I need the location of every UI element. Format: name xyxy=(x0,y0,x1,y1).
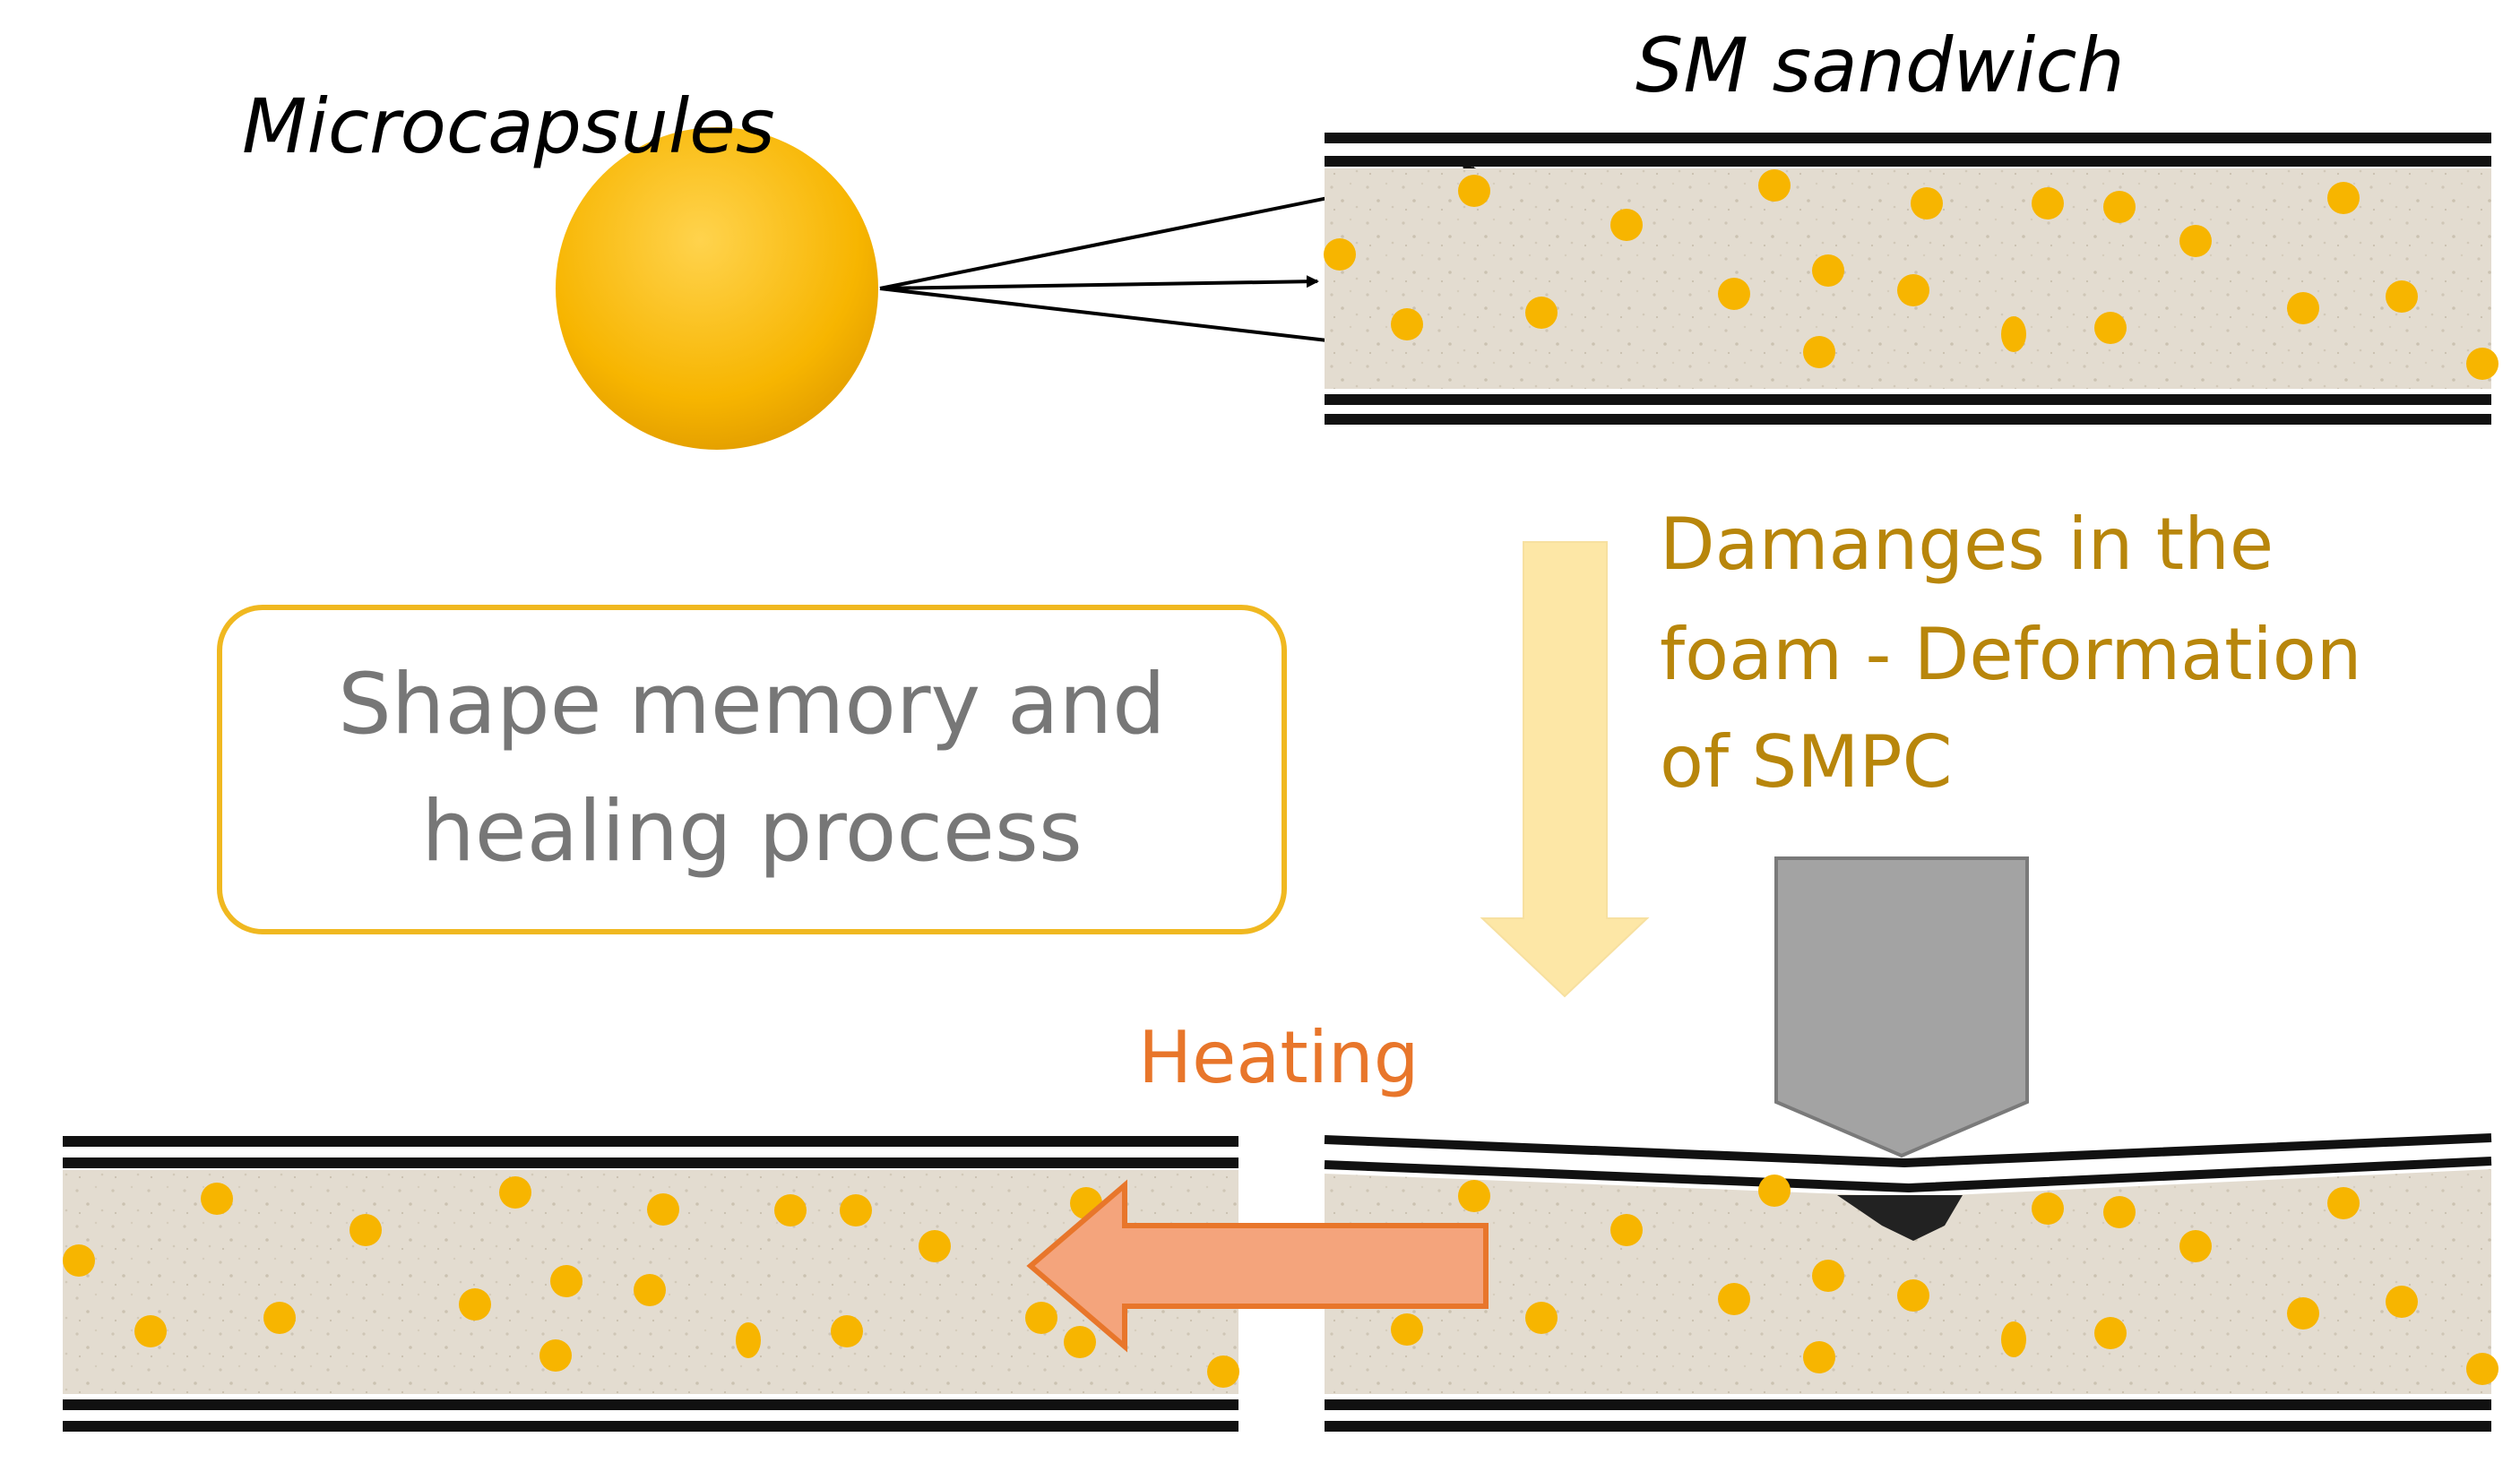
capsule-dot xyxy=(1803,1341,1835,1373)
indenter-icon xyxy=(1774,856,2029,1158)
damaged-top-skin-inner xyxy=(1324,1157,2492,1193)
damaged-bottom-skin-inner xyxy=(1325,1399,2491,1410)
capsule-dot xyxy=(2001,1321,2026,1357)
capsule-dot xyxy=(2386,280,2418,313)
capsule-dot xyxy=(2094,1317,2127,1349)
embedded-capsules xyxy=(63,1176,1239,1388)
healed-bottom-skin-outer xyxy=(63,1421,1238,1432)
microcapsules-label: Microcapsules xyxy=(242,82,775,170)
capsule-dot xyxy=(1758,169,1791,202)
capsule-dot xyxy=(1525,1302,1558,1334)
capsule-dot xyxy=(1610,1214,1643,1246)
capsule-dot xyxy=(2103,191,2136,223)
capsule-dot xyxy=(647,1193,679,1226)
sandwich-top-skin-outer xyxy=(1325,133,2491,143)
capsule-dot xyxy=(1897,274,1929,306)
process-line-1: Shape memory and xyxy=(338,656,1166,753)
capsule-dot xyxy=(2327,182,2360,214)
damaged-top-skin-outer xyxy=(1324,1133,2492,1168)
capsule-dot xyxy=(2032,187,2064,219)
capsule-dot xyxy=(134,1315,167,1347)
capsule-dot xyxy=(459,1288,491,1321)
healed-top-skin-outer xyxy=(63,1136,1238,1147)
capsule-dot xyxy=(634,1274,666,1306)
capsule-dot xyxy=(2179,225,2212,257)
capsule-dot xyxy=(840,1194,872,1226)
sandwich-bottom-skin-inner xyxy=(1325,394,2491,405)
damage-text-line-2: foam - Deformation xyxy=(1660,613,2361,696)
capsule-dot xyxy=(1458,175,1490,207)
sandwich-top-skin-inner xyxy=(1325,156,2491,167)
capsule-arrow-2 xyxy=(879,275,1319,290)
capsule-dot xyxy=(1803,336,1835,368)
capsule-dot xyxy=(2001,316,2026,352)
capsule-dot xyxy=(1324,238,1356,271)
capsule-dot xyxy=(2094,312,2127,344)
process-box-border xyxy=(217,605,1287,934)
microcapsule-sphere-icon xyxy=(556,127,878,450)
capsule-dot xyxy=(350,1214,382,1246)
capsule-dot xyxy=(1207,1355,1239,1388)
healed-bottom-skin-inner xyxy=(63,1399,1238,1410)
capsule-dot xyxy=(1812,1260,1844,1292)
capsule-arrow-3 xyxy=(879,287,1391,353)
capsule-dot xyxy=(1064,1326,1096,1358)
healed-top-skin-inner xyxy=(63,1157,1238,1168)
capsule-dot xyxy=(1758,1175,1791,1207)
capsule-dot xyxy=(2032,1192,2064,1225)
capsule-dot xyxy=(2466,348,2498,380)
capsule-dot xyxy=(1812,254,1844,287)
capsule-dot xyxy=(919,1230,951,1262)
capsule-dot xyxy=(1718,278,1750,310)
capsule-dot xyxy=(1897,1279,1929,1312)
sm-sandwich-label: SM sandwich xyxy=(1635,22,2125,109)
sm-sandwich-damaged xyxy=(1324,856,2498,1432)
capsule-dot xyxy=(774,1194,807,1226)
capsule-dot xyxy=(2327,1187,2360,1219)
capsule-dot xyxy=(201,1183,233,1215)
capsule-dot xyxy=(63,1244,95,1277)
damage-text: Damanges in the foam - Deformation of SM… xyxy=(1660,503,2361,804)
capsule-dot xyxy=(1525,297,1558,329)
damaged-bottom-skin-outer xyxy=(1325,1421,2491,1432)
process-box: Shape memory and healing process xyxy=(217,605,1287,934)
capsule-dot xyxy=(1458,1180,1490,1212)
capsule-dot xyxy=(1911,187,1943,219)
capsule-dot xyxy=(1025,1302,1057,1334)
damage-text-line-3: of SMPC xyxy=(1660,720,1952,804)
sandwich-bottom-skin-outer xyxy=(1325,414,2491,425)
capsule-dot xyxy=(2287,1297,2319,1330)
capsule-dot xyxy=(2103,1196,2136,1228)
capsule-dot xyxy=(263,1302,296,1334)
embedded-capsules xyxy=(1324,169,2498,380)
capsule-dot xyxy=(539,1339,572,1372)
heating-left-arrow-icon xyxy=(1026,1179,1489,1353)
microcapsule-group: Microcapsules xyxy=(242,82,878,450)
heating-label: Heating xyxy=(1138,1016,1419,1099)
damage-crack xyxy=(1837,1195,1963,1241)
capsule-dot xyxy=(1610,209,1643,241)
sm-sandwich-healed xyxy=(63,1136,1239,1432)
capsule-dot xyxy=(736,1322,761,1358)
capsule-dot xyxy=(2386,1286,2418,1318)
damage-down-arrow-icon xyxy=(1480,541,1650,998)
capsule-dot xyxy=(1718,1283,1750,1315)
process-line-2: healing process xyxy=(421,783,1083,881)
capsule-dot xyxy=(2466,1353,2498,1385)
capsule-dot xyxy=(499,1176,531,1209)
capsule-dot xyxy=(1391,1313,1423,1346)
capsule-dot xyxy=(2287,292,2319,324)
capsule-dot xyxy=(550,1265,583,1297)
embedded-capsules xyxy=(1324,1175,2498,1385)
capsule-dot xyxy=(831,1315,863,1347)
damage-text-line-1: Damanges in the xyxy=(1660,503,2274,586)
sm-sandwich-top: SM sandwich xyxy=(1324,22,2498,425)
capsule-dot xyxy=(2179,1230,2212,1262)
capsule-dot xyxy=(1391,308,1423,340)
